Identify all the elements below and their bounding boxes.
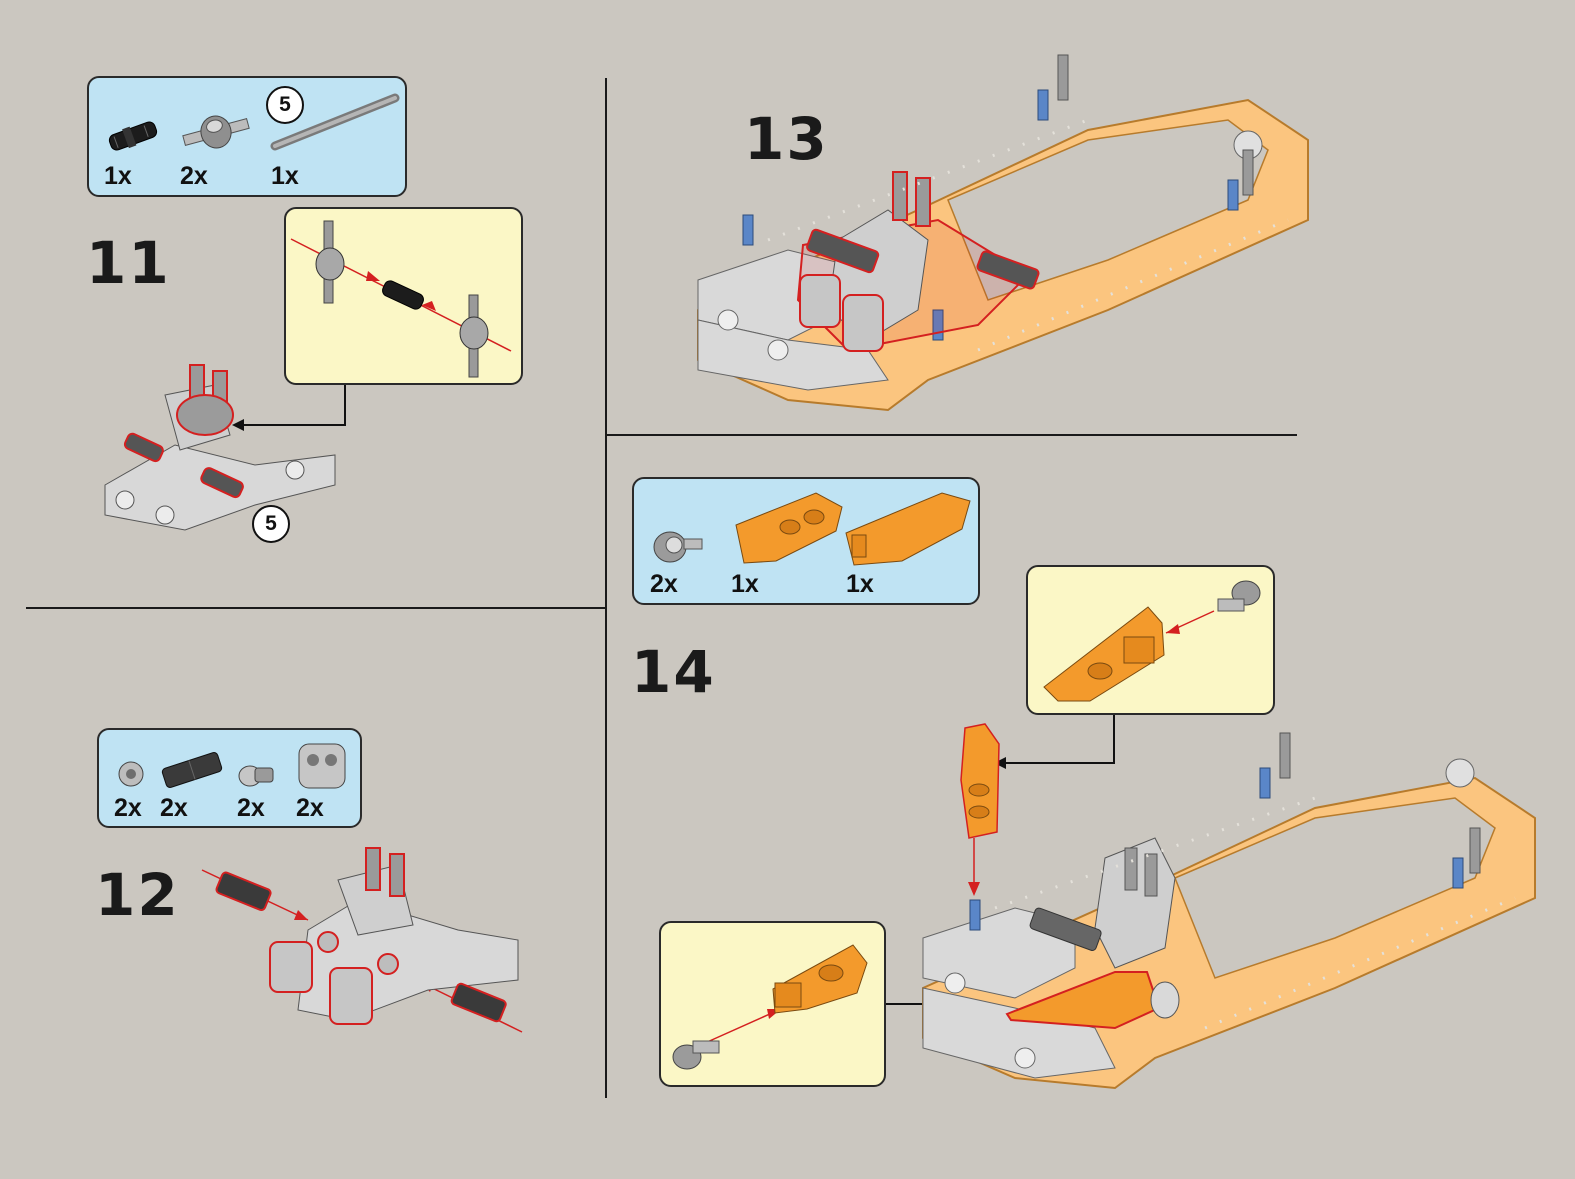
bush-icon	[118, 761, 144, 787]
step-14-small-panel	[960, 723, 1000, 839]
step-11-qty-3: 1x	[271, 162, 299, 190]
step-14-number: 14	[631, 638, 716, 706]
subassembly-diagram	[1043, 580, 1261, 702]
axle-joiner-icon	[653, 531, 703, 563]
step-14-parts-box: 2x 1x 1x	[632, 477, 980, 605]
step-11-qty-2: 2x	[180, 162, 208, 190]
step-11-multiplier-badge: 5	[252, 505, 290, 543]
step-14-subassembly-top	[1026, 565, 1275, 715]
step-12-parts-box: 2x 2x 2x 2x	[97, 728, 362, 828]
orange-panel-small-icon	[735, 492, 843, 564]
step-14-qty-1: 2x	[650, 570, 678, 598]
step-11-number: 11	[86, 229, 171, 297]
step-12-qty-3: 2x	[237, 794, 265, 822]
subassembly-diagram	[290, 220, 512, 378]
subassembly-diagram	[672, 944, 868, 1070]
orange-panel-large-icon	[845, 492, 971, 566]
axle-icon	[270, 93, 400, 151]
horizontal-divider-left	[26, 607, 605, 609]
step-14-drop-arrow	[968, 838, 980, 896]
step-11-parts-badge: 5	[266, 86, 304, 124]
step-14-qty-2: 1x	[731, 570, 759, 598]
step-14-subassembly-bottom	[659, 921, 886, 1087]
step-11-callout-arrow	[232, 385, 346, 431]
step-11-assembly	[104, 364, 336, 531]
step-12-qty-2: 2x	[160, 794, 188, 822]
step-11-qty-1: 1x	[104, 162, 132, 190]
step-12-number: 12	[95, 861, 180, 929]
step-11-subassembly-box	[284, 207, 523, 385]
beam-2-icon	[298, 743, 346, 789]
pin-icon	[238, 765, 274, 787]
black-connector-peg-icon	[108, 121, 158, 151]
step-13-assembly	[697, 54, 1309, 412]
step-13-number: 13	[744, 105, 829, 173]
step-12-assembly	[201, 847, 523, 1033]
step-11-parts-box: 5 1x 2x 1x	[87, 76, 407, 197]
step-12-qty-1: 2x	[114, 794, 142, 822]
step-14-assembly	[922, 732, 1536, 1090]
step-14-top-callout-arrow	[994, 715, 1115, 769]
vertical-divider	[605, 78, 607, 1098]
cross-block-icon	[182, 115, 250, 149]
horizontal-divider-right	[605, 434, 1297, 436]
step-14-qty-3: 1x	[846, 570, 874, 598]
dark-axle-connector-icon	[161, 752, 223, 788]
step-12-qty-4: 2x	[296, 794, 324, 822]
